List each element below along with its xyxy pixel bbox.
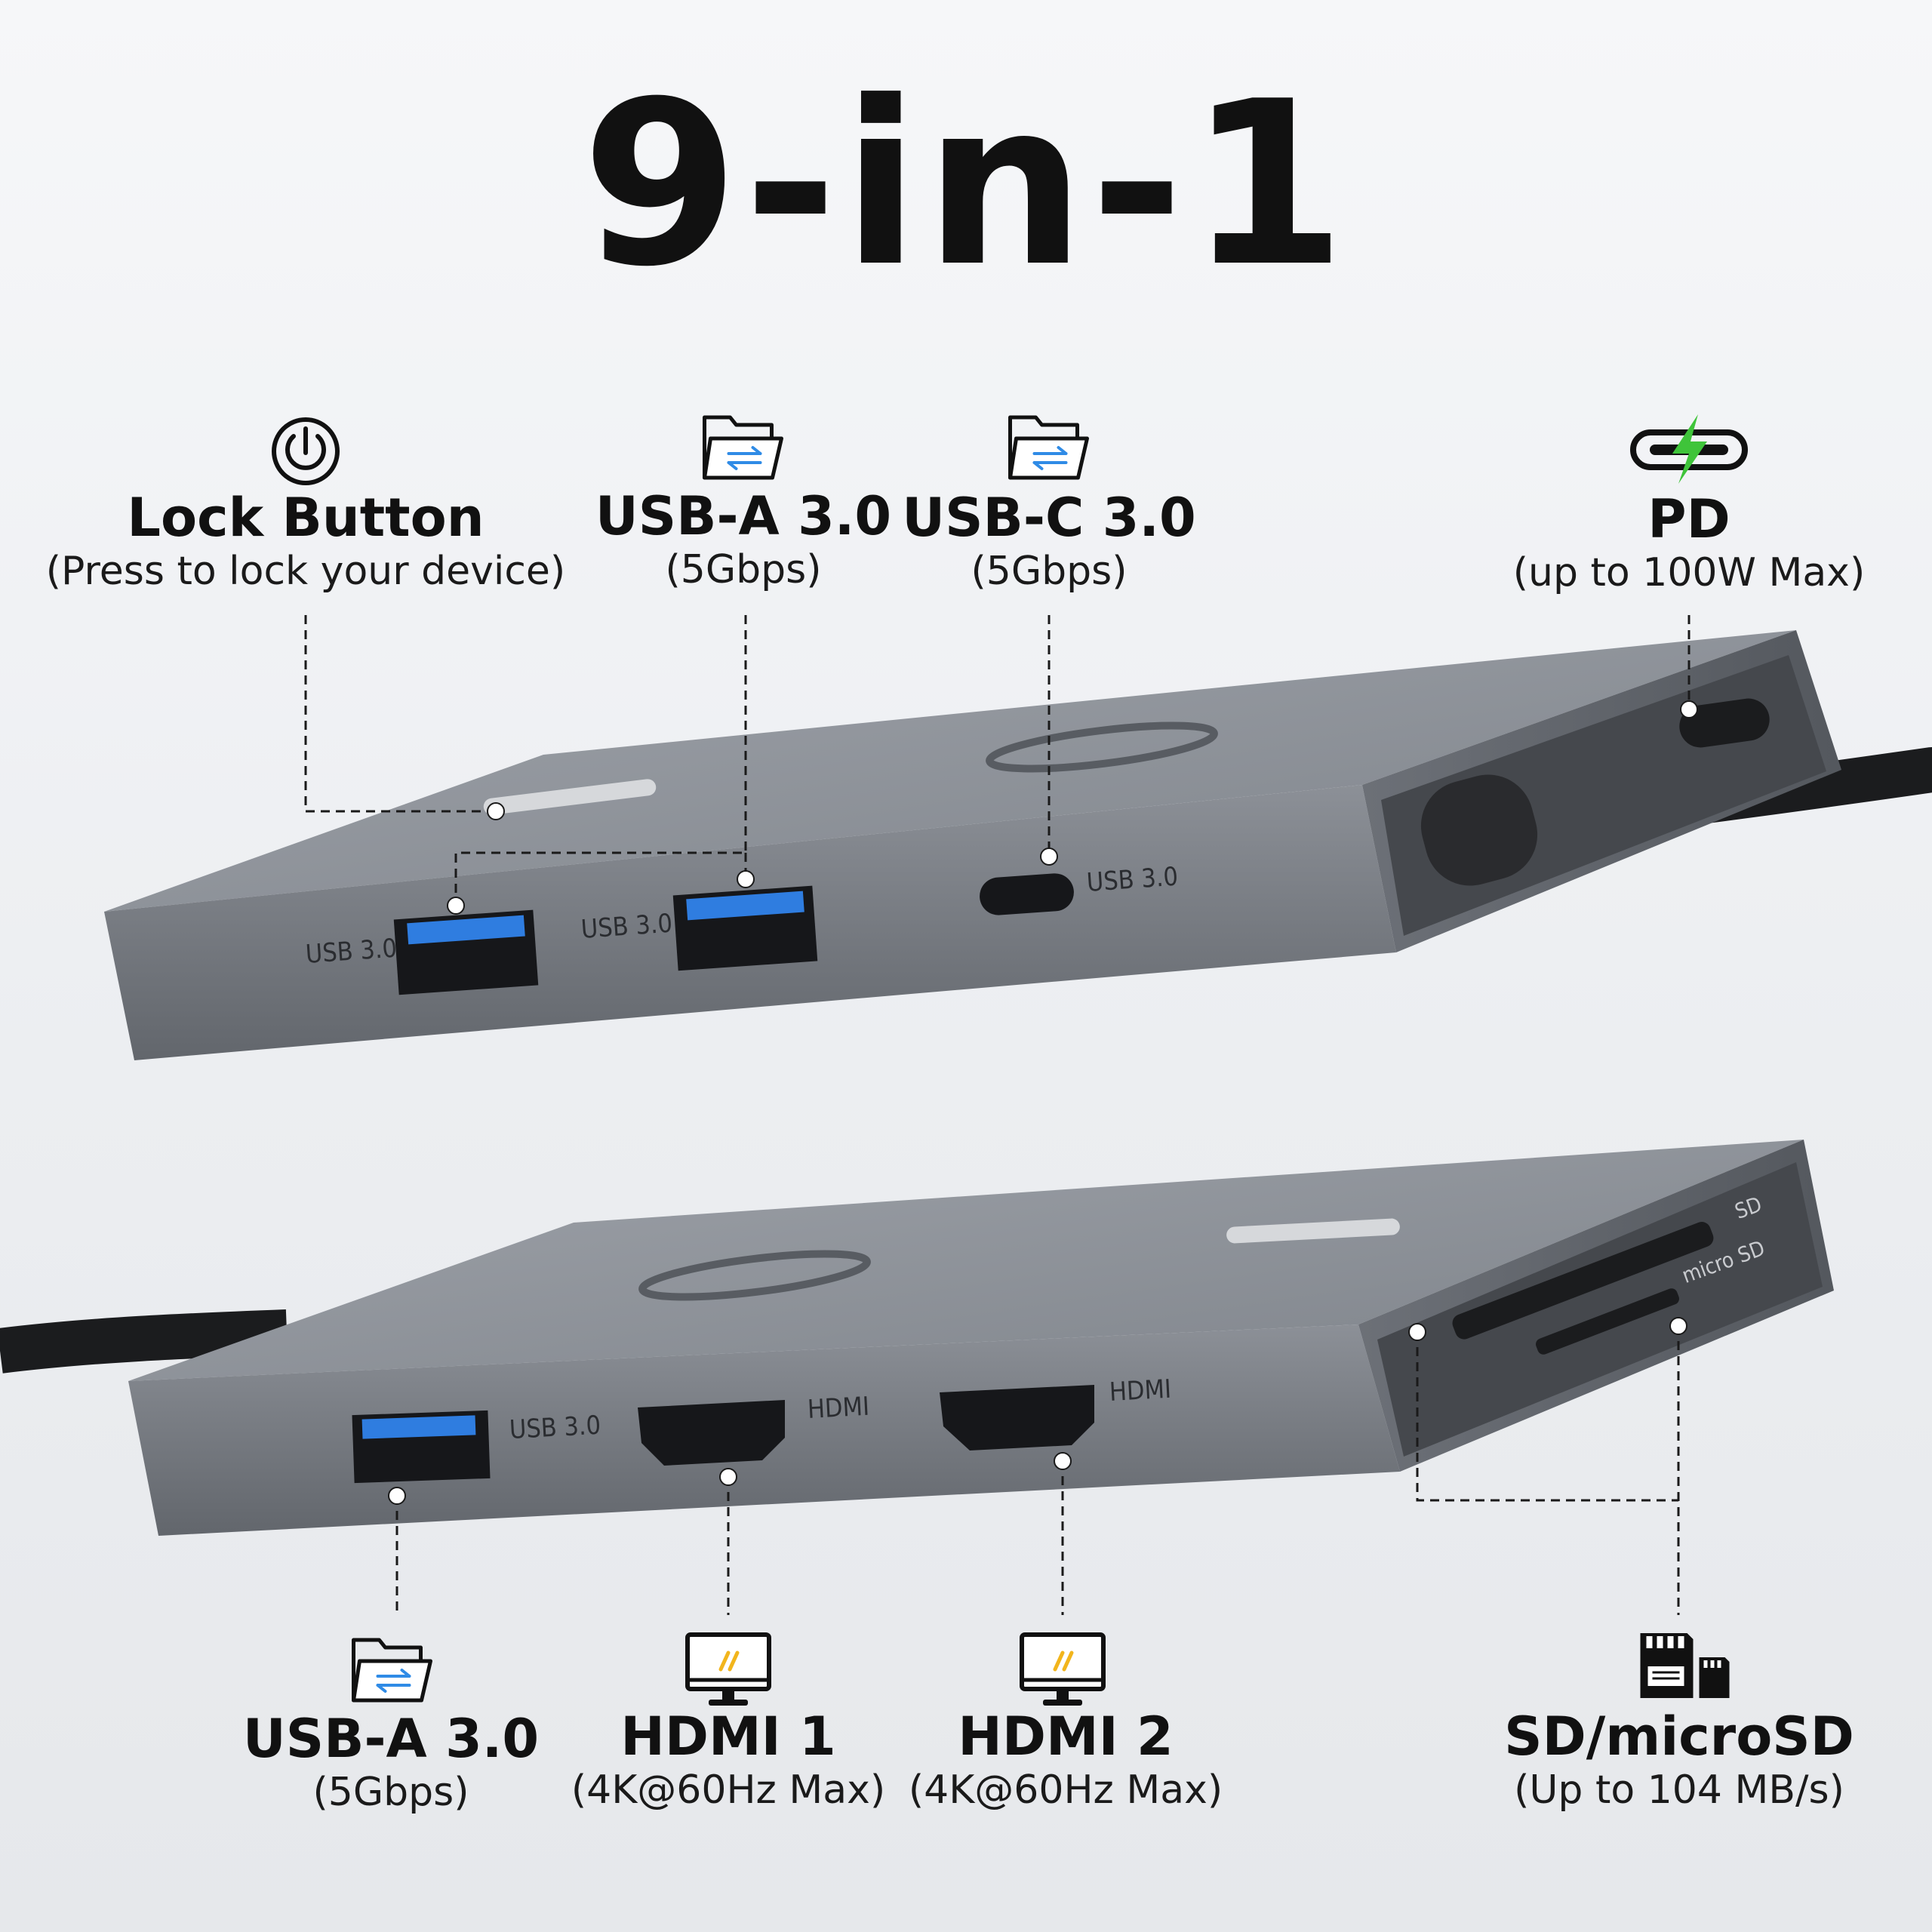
bottom-hub-lock-button [1226, 1218, 1400, 1244]
label-pd-sub: (up to 100W Max) [1512, 549, 1866, 595]
label-hdmi-2-name: HDMI 2 [958, 1706, 1174, 1767]
monitor-icon [685, 1632, 771, 1706]
label-sd: SD/microSD (Up to 104 MB/s) [1504, 1709, 1854, 1816]
label-usb-a-bottom-name: USB-A 3.0 [242, 1708, 540, 1770]
leader-usb-a-top [454, 615, 747, 906]
folder-transfer-icon [352, 1638, 432, 1703]
label-usb-c-name: USB-C 3.0 [902, 487, 1196, 549]
label-usb-a-bottom: USB-A 3.0 (5Gbps) [242, 1708, 540, 1818]
etch-usb-2: USB 3.0 [580, 908, 674, 945]
etch-usb-1: USB 3.0 [304, 933, 398, 970]
leader-sd [1416, 1332, 1678, 1502]
label-hdmi-1-name: HDMI 1 [620, 1706, 836, 1767]
label-hdmi-2-sub: (4K@60Hz Max) [908, 1767, 1223, 1813]
leader-dots [388, 700, 1698, 1505]
label-sd-sub: (Up to 104 MB/s) [1514, 1767, 1844, 1813]
label-usb-a-top: USB-A 3.0 (5Gbps) [595, 485, 892, 595]
bottom-hub-microsd-slot [1536, 1288, 1679, 1355]
bottom-hub-sd-slot [1452, 1222, 1714, 1340]
label-hdmi-2: HDMI 2 (4K@60Hz Max) [909, 1709, 1223, 1816]
sd-card-icon [1640, 1633, 1730, 1698]
top-hub-strain-relief [1420, 774, 1538, 886]
top-hub-brand-logo [986, 721, 1218, 773]
label-hdmi-1: HDMI 1 (4K@60Hz Max) [571, 1709, 885, 1816]
etch-hdmi-1: HDMI [806, 1391, 870, 1425]
top-hub-top-face [104, 630, 1796, 912]
bottom-hub-usb-a-port [352, 1410, 491, 1484]
page-title: 9-in-1 [581, 53, 1351, 316]
top-hub-usb-a-port-2 [672, 885, 818, 971]
power-icon [272, 417, 340, 485]
monitor-icon [1020, 1632, 1106, 1706]
label-usb-a-top-sub: (5Gbps) [665, 546, 822, 592]
label-lock-button-name: Lock Button [127, 487, 485, 549]
label-hdmi-1-sub: (4K@60Hz Max) [571, 1767, 886, 1813]
label-usb-c: USB-C 3.0 (5Gbps) [902, 487, 1196, 597]
label-usb-c-sub: (5Gbps) [971, 548, 1128, 594]
label-lock-button-sub: (Press to lock your device) [45, 548, 566, 594]
folder-transfer-icon [1008, 415, 1089, 480]
bottom-hub-top-face [128, 1140, 1804, 1381]
leader-lock [304, 615, 496, 813]
top-hub [104, 630, 1932, 1060]
bottom-hub-brand-logo [638, 1250, 871, 1301]
bottom-hub [0, 1140, 1834, 1536]
leader-lines [304, 615, 1690, 1615]
etch-hdmi-2: HDMI [1108, 1374, 1172, 1407]
top-hub-usb-a-port-1 [393, 909, 539, 995]
label-pd-name: PD [1647, 488, 1730, 550]
etch-usb-c: USB 3.0 [1085, 861, 1180, 898]
top-hub-pd-port [1679, 698, 1770, 748]
label-lock-button: Lock Button (Press to lock your device) [45, 487, 566, 597]
label-usb-a-top-name: USB-A 3.0 [595, 485, 892, 547]
label-pd: PD (up to 100W Max) [1512, 488, 1866, 598]
top-hub-usb-c-port [980, 873, 1074, 915]
label-sd-name: SD/microSD [1504, 1706, 1854, 1767]
etch-usb-bottom: USB 3.0 [508, 1410, 602, 1445]
top-hub-lock-button [483, 779, 657, 815]
charging-cable-icon [1630, 414, 1748, 484]
bottom-hub-cable [0, 1309, 288, 1374]
folder-transfer-icon [703, 415, 783, 480]
bottom-hub-hdmi-port-1 [638, 1400, 785, 1466]
label-usb-a-bottom-sub: (5Gbps) [312, 1769, 469, 1815]
bottom-hub-hdmi-port-2 [940, 1385, 1094, 1451]
